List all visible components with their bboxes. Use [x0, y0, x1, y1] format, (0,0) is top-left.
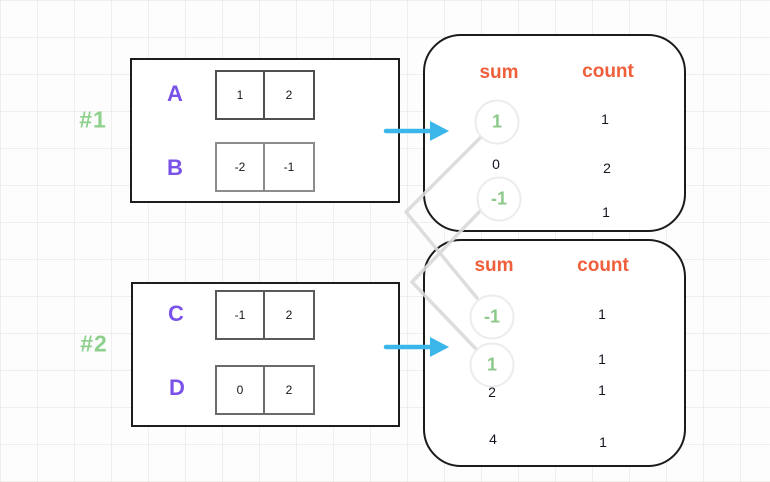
count-value: 2	[603, 160, 611, 176]
sum-value: 2	[488, 384, 496, 400]
array-group-2-box: C -1 2 D 0 2	[131, 282, 400, 427]
array-cell: 2	[265, 365, 315, 415]
array-label-b: B	[167, 155, 183, 180]
sum-header: sum	[474, 255, 514, 276]
result-table-1: sum count 1 1 0 2 -1 1	[423, 34, 686, 232]
count-value: 1	[599, 434, 607, 450]
count-value: 1	[598, 382, 606, 398]
count-value: 1	[602, 204, 610, 220]
array-cell: -2	[215, 142, 265, 192]
array-c-cells: -1 2	[215, 290, 315, 340]
group-1-tag: #1	[79, 106, 107, 133]
array-cell: 2	[265, 70, 315, 120]
array-d-cells: 0 2	[215, 365, 315, 415]
array-label-a: A	[167, 81, 183, 106]
count-header: count	[577, 255, 629, 276]
group-2-tag: #2	[80, 330, 108, 357]
sum-value: 4	[489, 431, 497, 447]
count-value: 1	[601, 111, 609, 127]
array-label-c: C	[168, 301, 184, 326]
sum-value: 0	[492, 156, 500, 172]
count-value: 1	[598, 351, 606, 367]
array-cell: 2	[265, 290, 315, 340]
array-cell: -1	[215, 290, 265, 340]
count-value: 1	[598, 306, 606, 322]
sum-header: sum	[479, 62, 519, 83]
highlighted-sum-value: -1	[476, 176, 522, 222]
array-cell: 0	[215, 365, 265, 415]
highlighted-sum-value: 1	[474, 99, 520, 145]
result-table-2: sum count -1 1 1 1 2 1 4 1	[423, 239, 686, 467]
highlighted-sum-value: -1	[469, 294, 515, 340]
array-b-cells: -2 -1	[215, 142, 315, 192]
array-a-cells: 1 2	[215, 70, 315, 120]
highlighted-sum-value: 1	[469, 342, 515, 388]
array-cell: 1	[215, 70, 265, 120]
array-group-1-box: A 1 2 B -2 -1	[130, 58, 400, 203]
array-cell: -1	[265, 142, 315, 192]
array-label-d: D	[169, 375, 185, 400]
count-header: count	[582, 61, 634, 82]
